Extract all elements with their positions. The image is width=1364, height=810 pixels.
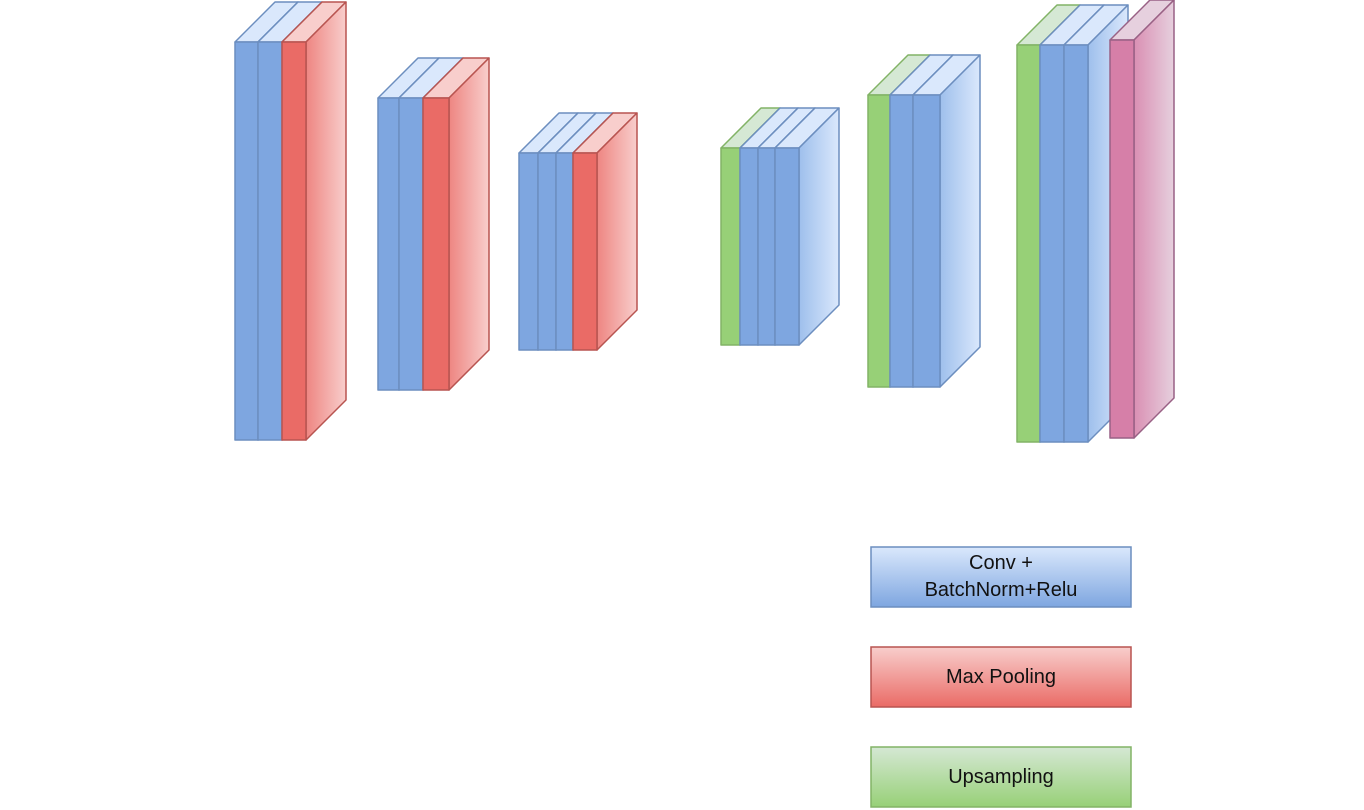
layer-conv [774,107,840,346]
layer-front-face [234,41,259,441]
layer-side-face [596,112,638,351]
layer-front-face [1016,44,1041,443]
layer-front-face [377,97,400,391]
legend-label-up: Upsampling [948,766,1054,788]
layer-front-face [739,147,759,346]
layer-front-face [1039,44,1065,443]
legend: Conv + BatchNorm+Relu Max Pooling Upsamp… [870,546,1132,808]
layer-front-face [398,97,424,391]
decoder-block-2 [867,54,981,388]
legend-label-pool: Max Pooling [946,666,1056,688]
layer-front-face [774,147,800,346]
layer-front-face [1063,44,1089,443]
legend-label-conv-line2: BatchNorm+Relu [925,579,1078,601]
layer-front-face [889,94,914,388]
encoder-block-1 [234,1,347,441]
legend-swatch-up [870,746,1132,808]
encoder-block-2 [377,57,490,391]
legend-swatch-pool [870,646,1132,708]
layer-side-face [798,107,840,346]
layer-front-face [257,41,283,441]
legend-label-conv-line1: Conv + [969,552,1033,574]
legend-item-conv: Conv + BatchNorm+Relu [870,546,1132,608]
layer-front-face [555,152,574,351]
layer-front-face [572,152,598,351]
layer-front-face [518,152,539,351]
legend-item-up: Upsampling [870,746,1132,808]
layer-conv [912,54,981,388]
legend-swatch-conv [870,546,1132,608]
layer-side-face [939,54,981,388]
layer-side-face [448,57,490,391]
decoder-block-3 [1016,0,1175,443]
layer-front-face [422,97,450,391]
layer-front-face [912,94,941,388]
network-blocks [234,0,1175,443]
layer-output [1109,0,1175,439]
layer-front-face [281,41,307,441]
layer-front-face [867,94,891,388]
encoder-block-3 [518,112,638,351]
layer-pool [572,112,638,351]
layer-front-face [757,147,776,346]
layer-pool [281,1,347,441]
layer-side-face [1133,0,1175,439]
layer-front-face [720,147,741,346]
layer-side-face [305,1,347,441]
decoder-block-1 [720,107,840,346]
layer-pool [422,57,490,391]
layer-front-face [537,152,557,351]
layer-front-face [1109,39,1135,439]
legend-item-pool: Max Pooling [870,646,1132,708]
